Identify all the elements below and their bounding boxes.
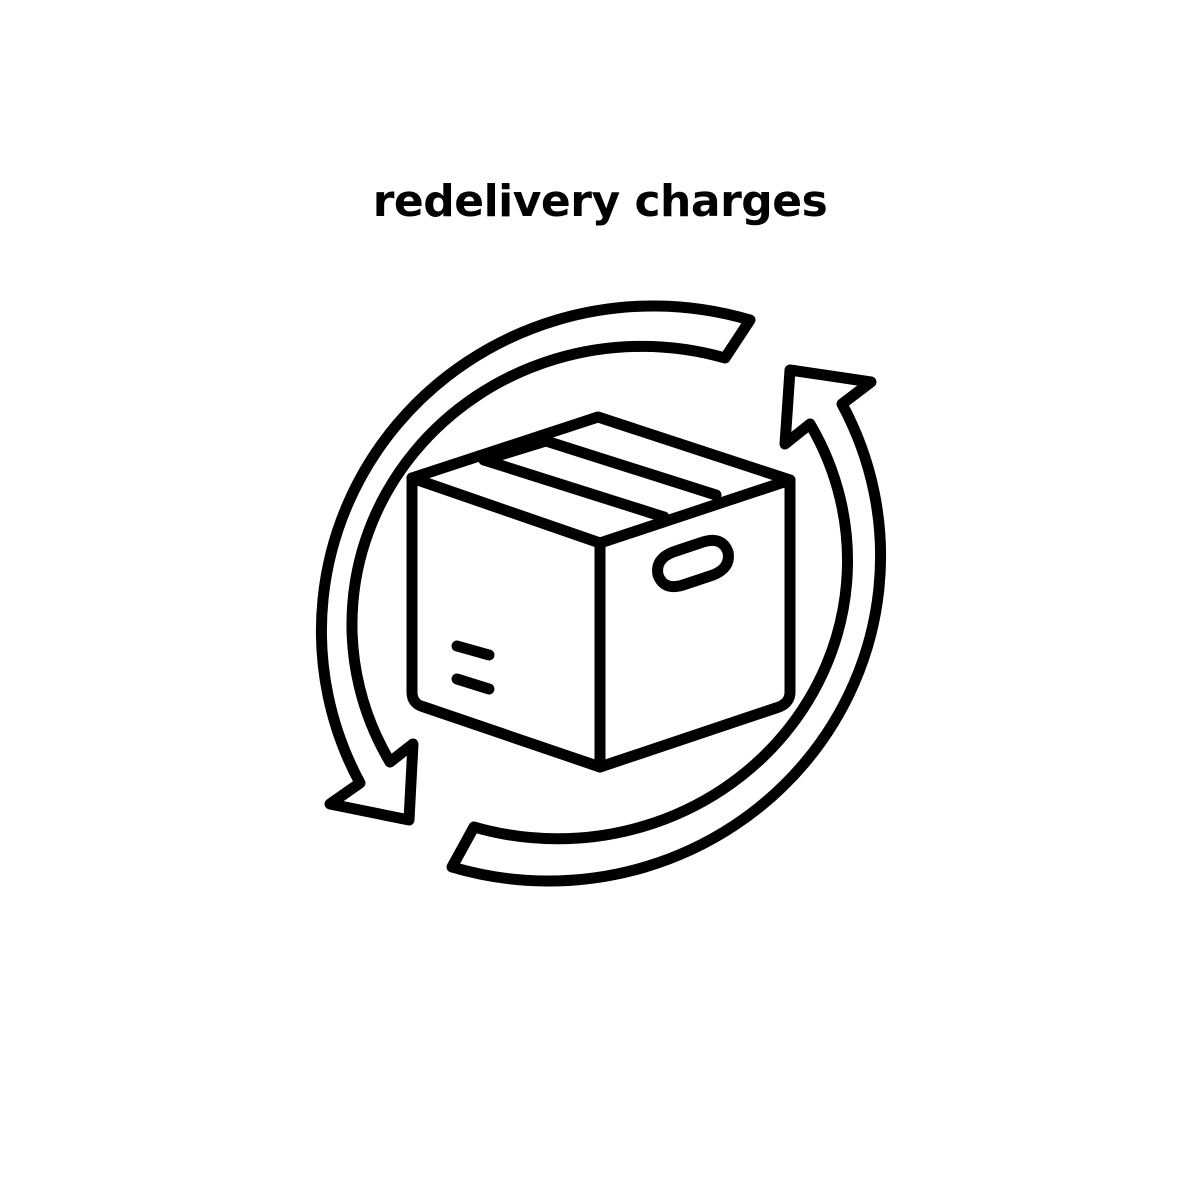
circular-arrow-top-left-icon: [315, 300, 756, 826]
page-title: redelivery charges: [372, 176, 828, 227]
cardboard-box-icon: [406, 411, 796, 773]
circular-arrow-bottom-right-icon: [446, 364, 887, 887]
